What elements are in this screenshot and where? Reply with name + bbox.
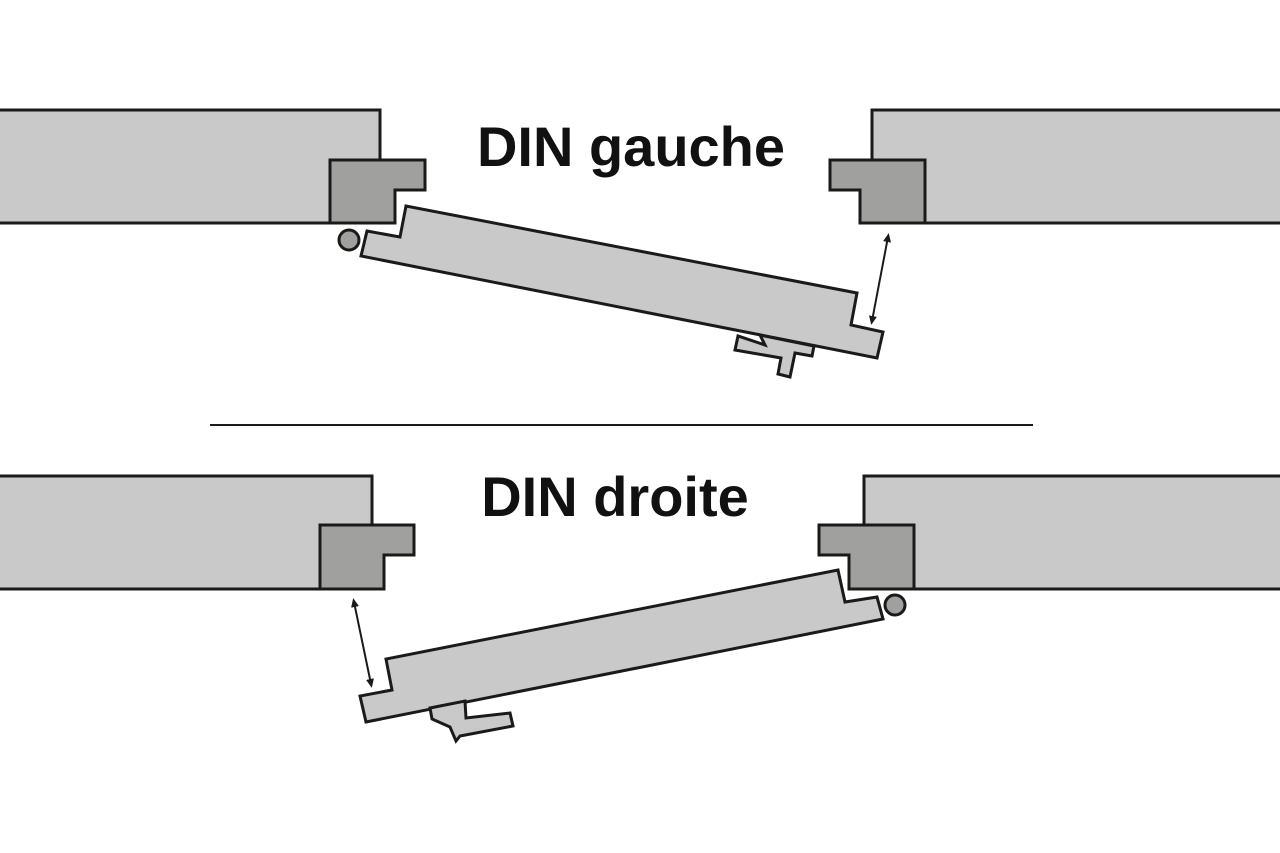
din-droite-diagram: DIN droite <box>0 465 1280 744</box>
left-frame <box>328 158 427 225</box>
right-wall <box>870 108 1280 225</box>
right-frame <box>828 158 927 225</box>
gap-arrow <box>351 598 374 688</box>
hinge-circle <box>337 228 361 252</box>
door-leaf <box>358 568 885 724</box>
right-wall <box>862 474 1280 591</box>
gap-arrow <box>869 233 891 325</box>
left-wall <box>0 474 374 591</box>
door-leaf <box>359 204 885 360</box>
hinge-circle <box>883 593 907 617</box>
din-gauche-label: DIN gauche <box>477 115 785 178</box>
left-wall <box>0 108 382 225</box>
door-handle <box>428 699 515 744</box>
right-frame <box>817 523 916 591</box>
din-droite-label: DIN droite <box>481 465 749 528</box>
din-gauche-diagram: DIN gauche <box>0 108 1280 379</box>
door-handle <box>733 332 816 379</box>
left-frame <box>318 523 416 591</box>
